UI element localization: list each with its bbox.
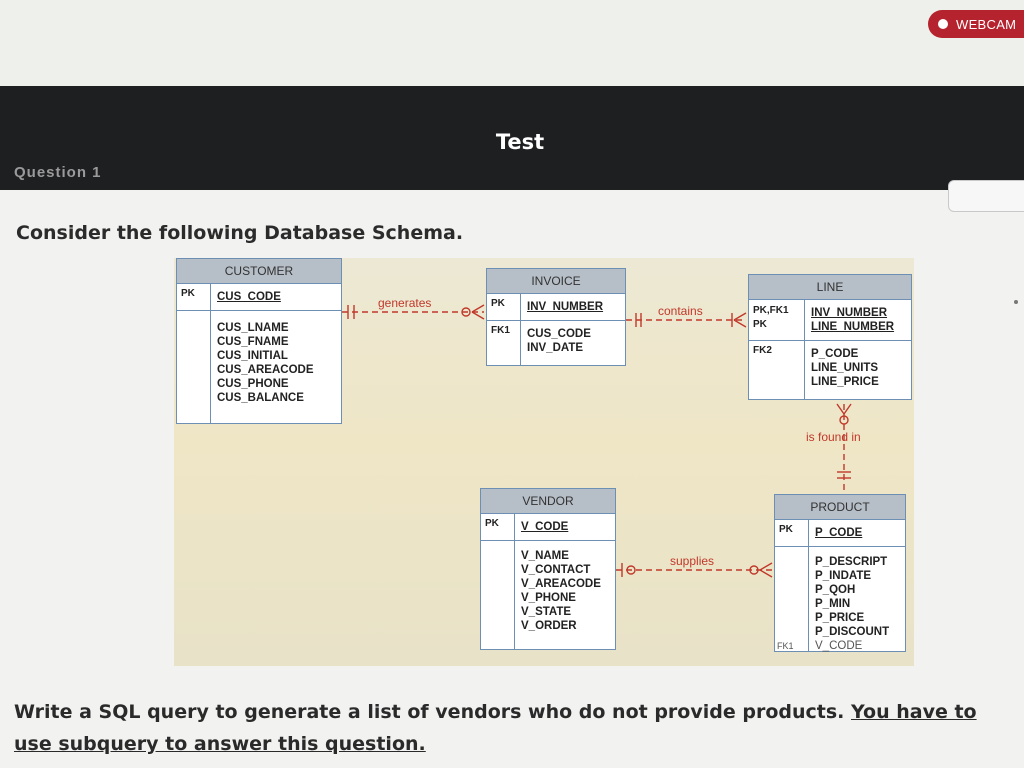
invoice-pk-row: PK INV_NUMBER (487, 294, 625, 321)
vendor-attr: V_STATE (521, 606, 572, 618)
relationship-lines (342, 304, 852, 578)
side-panel-box[interactable] (948, 180, 1024, 212)
customer-attr-row: CUS_LNAME CUS_FNAME CUS_INITIAL CUS_AREA… (177, 311, 341, 423)
entity-invoice: INVOICE PK INV_NUMBER FK1 CUS_CODE INV_D… (486, 268, 626, 366)
product-attr: P_QOH (815, 584, 856, 596)
entity-invoice-name: INVOICE (487, 269, 625, 294)
customer-pk-row: PK CUS_CODE (177, 284, 341, 311)
invoice-attr: CUS_CODE (527, 328, 591, 340)
line-pk-attr: INV_NUMBER (811, 307, 888, 319)
question-main: Write a SQL query to generate a list of … (14, 701, 845, 723)
product-pk-key: PK (775, 520, 809, 546)
invoice-pk-attr: INV_NUMBER (527, 301, 604, 313)
vendor-pk-key: PK (481, 514, 515, 540)
vendor-attr: V_PHONE (521, 592, 576, 604)
line-attr: LINE_UNITS (811, 362, 879, 374)
rel-supplies-line (616, 562, 773, 578)
customer-attr: CUS_INITIAL (217, 350, 288, 362)
webcam-indicator: WEBCAM (928, 10, 1024, 38)
rel-found-in-line (836, 403, 852, 492)
bullet-dot (1014, 300, 1018, 304)
line-attr: P_CODE (811, 348, 859, 360)
rel-generates-line (342, 304, 485, 320)
line-pk-attr: LINE_NUMBER (811, 321, 895, 333)
rel-contains-line (626, 312, 747, 328)
vendor-attr: V_NAME (521, 550, 569, 562)
invoice-attr: INV_DATE (527, 342, 584, 354)
product-attr: P_DISCOUNT (815, 626, 890, 638)
entity-line-name: LINE (749, 275, 911, 300)
product-attr: P_INDATE (815, 570, 872, 582)
schema-prompt: Consider the following Database Schema. (16, 222, 464, 244)
product-attr-row: P_DESCRIPT P_INDATE P_QOH P_MIN P_PRICE … (775, 547, 905, 652)
customer-attr: CUS_AREACODE (217, 364, 314, 376)
product-attr: P_PRICE (815, 612, 865, 624)
question-text: Write a SQL query to generate a list of … (14, 696, 1014, 760)
entity-vendor-name: VENDOR (481, 489, 615, 514)
entity-customer-name: CUSTOMER (177, 259, 341, 284)
entity-product: PRODUCT PK P_CODE P_DESCRIPT P_INDATE P_… (774, 494, 906, 652)
product-attr: P_MIN (815, 598, 851, 610)
customer-attr: CUS_FNAME (217, 336, 289, 348)
vendor-attr: V_AREACODE (521, 578, 601, 590)
vendor-pk-row: PK V_CODE (481, 514, 615, 541)
entity-vendor: VENDOR PK V_CODE V_NAME V_CONTACT V_AREA… (480, 488, 616, 650)
rel-found-in-label: is found in (806, 430, 861, 444)
top-band (0, 0, 1024, 86)
line-attr-row: FK2 P_CODE LINE_UNITS LINE_PRICE (749, 341, 911, 399)
customer-attr: CUS_PHONE (217, 378, 289, 390)
product-fk-attr: V_CODE (815, 640, 863, 652)
question-heading: Question 1 (14, 164, 102, 181)
product-attr: P_DESCRIPT (815, 556, 888, 568)
entity-line: LINE PK,FK1 PK INV_NUMBER LINE_NUMBER FK… (748, 274, 912, 400)
vendor-attr: V_CONTACT (521, 564, 591, 576)
rel-generates-label: generates (378, 296, 432, 310)
product-fk-key: FK1 (777, 641, 794, 651)
test-header: Test Question 1 (0, 86, 1024, 190)
vendor-pk-attr: V_CODE (521, 521, 569, 533)
product-pk-row: PK P_CODE (775, 520, 905, 547)
line-pk-row: PK,FK1 PK INV_NUMBER LINE_NUMBER (749, 300, 911, 341)
customer-pk-attr: CUS_CODE (217, 291, 281, 303)
entity-customer: CUSTOMER PK CUS_CODE CUS_LNAME CUS_FNAME… (176, 258, 342, 424)
customer-attr: CUS_BALANCE (217, 392, 304, 404)
invoice-fk-key: FK1 (487, 321, 521, 365)
product-pk-attr: P_CODE (815, 527, 863, 539)
webcam-label: WEBCAM (956, 16, 1017, 32)
rel-contains-label: contains (658, 304, 703, 318)
question-requirement: You have to use subquery to answer this … (14, 701, 977, 755)
invoice-pk-key: PK (487, 294, 521, 320)
invoice-attr-row: FK1 CUS_CODE INV_DATE (487, 321, 625, 365)
page-title: Test (495, 130, 545, 154)
customer-attr: CUS_LNAME (217, 322, 289, 334)
er-diagram: CUSTOMER PK CUS_CODE CUS_LNAME CUS_FNAME… (174, 258, 914, 666)
rel-supplies-label: supplies (670, 554, 715, 568)
line-pk-key: PK (753, 319, 767, 330)
record-dot-icon (938, 19, 948, 29)
vendor-attr-row: V_NAME V_CONTACT V_AREACODE V_PHONE V_ST… (481, 541, 615, 649)
vendor-attr: V_ORDER (521, 620, 577, 632)
line-fk-key: FK2 (749, 341, 805, 399)
line-pk-key: PK,FK1 (753, 305, 789, 316)
customer-pk-key: PK (177, 284, 211, 310)
entity-product-name: PRODUCT (775, 495, 905, 520)
line-attr: LINE_PRICE (811, 376, 879, 388)
